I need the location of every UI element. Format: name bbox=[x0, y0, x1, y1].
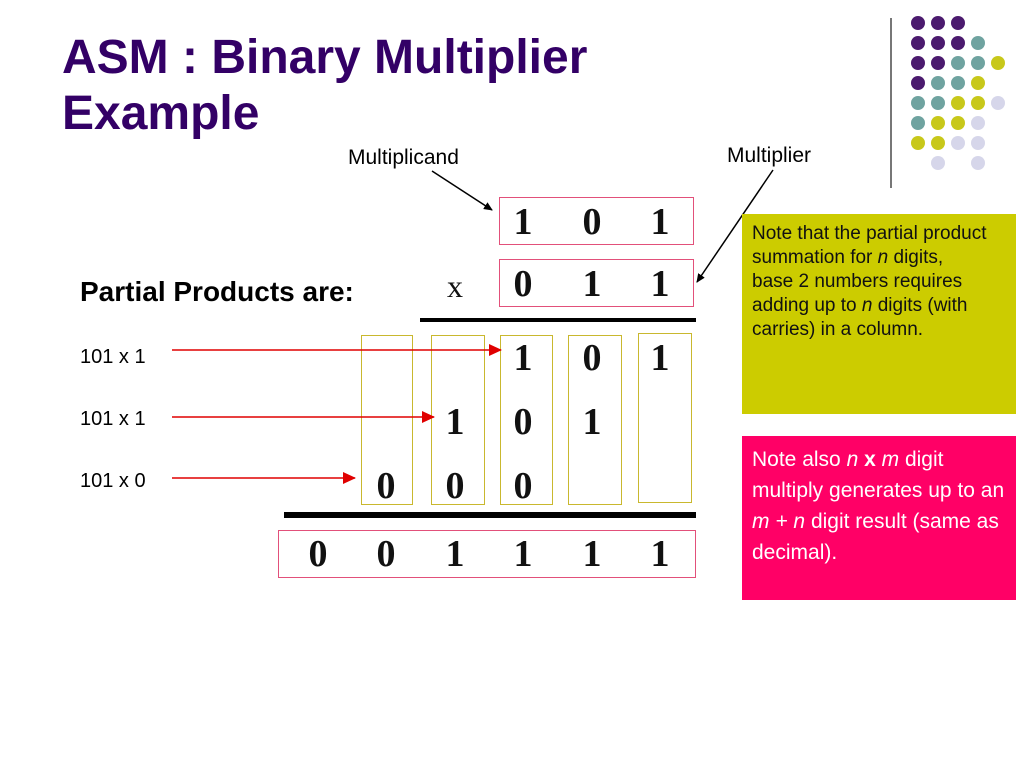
digit: 1 bbox=[650, 533, 670, 575]
digit: 0 bbox=[445, 465, 465, 507]
digit: 1 bbox=[582, 263, 602, 305]
note1-text: digits (with carries) in a column. bbox=[752, 295, 968, 340]
dot bbox=[971, 56, 985, 70]
note2-var-n: n bbox=[846, 448, 859, 471]
sum-rule bbox=[284, 512, 696, 518]
multiplier-box bbox=[499, 259, 694, 307]
note2-text: digit result (same as bbox=[805, 510, 999, 533]
note2-text: decimal). bbox=[752, 541, 838, 564]
dot bbox=[931, 36, 945, 50]
note2-times: x bbox=[864, 448, 876, 471]
dot bbox=[911, 96, 925, 110]
dot bbox=[951, 56, 965, 70]
note1-text: Note that the partial product summation … bbox=[752, 223, 987, 268]
dot bbox=[971, 136, 985, 150]
slide-title: ASM : Binary Multiplier Example bbox=[62, 30, 702, 142]
partial-row-label: 101 x 1 bbox=[80, 408, 146, 430]
dot bbox=[911, 116, 925, 130]
note2-var-m: m bbox=[881, 448, 900, 471]
multiplier-arrow bbox=[696, 169, 774, 283]
multiplicand-box bbox=[499, 197, 694, 245]
result-box bbox=[278, 530, 696, 578]
digit: 1 bbox=[650, 263, 670, 305]
dot bbox=[951, 116, 965, 130]
note1-var-n: n bbox=[877, 247, 889, 268]
dot bbox=[911, 136, 925, 150]
column-box bbox=[361, 335, 413, 505]
dot bbox=[971, 116, 985, 130]
column-box bbox=[500, 335, 553, 505]
digit: 1 bbox=[582, 401, 602, 443]
digit: 0 bbox=[376, 533, 396, 575]
dot bbox=[931, 116, 945, 130]
dot bbox=[931, 16, 945, 30]
dot bbox=[911, 16, 925, 30]
digit: 0 bbox=[582, 201, 602, 243]
digit: 0 bbox=[308, 533, 328, 575]
partial-row-label: 101 x 1 bbox=[80, 346, 146, 368]
multiplicand-label: Multiplicand bbox=[348, 146, 459, 169]
dot bbox=[971, 36, 985, 50]
dot bbox=[971, 156, 985, 170]
multiplicand-arrow bbox=[431, 170, 493, 211]
digit: 1 bbox=[445, 533, 465, 575]
note-partial-product: Note that the partial product summation … bbox=[742, 214, 1016, 414]
dot bbox=[931, 56, 945, 70]
digit: 0 bbox=[582, 337, 602, 379]
dot bbox=[991, 56, 1005, 70]
multiplier-label: Multiplier bbox=[727, 144, 812, 167]
dot bbox=[911, 56, 925, 70]
digit: 1 bbox=[445, 401, 465, 443]
dot bbox=[911, 76, 925, 90]
digit: 1 bbox=[582, 533, 602, 575]
dot bbox=[991, 96, 1005, 110]
dot bbox=[931, 156, 945, 170]
dot bbox=[911, 36, 925, 50]
digit: 1 bbox=[650, 201, 670, 243]
title-line-2: Example bbox=[62, 87, 260, 140]
dot bbox=[951, 76, 965, 90]
dot bbox=[971, 96, 985, 110]
dot bbox=[971, 76, 985, 90]
dot bbox=[951, 36, 965, 50]
title-line-1: ASM : Binary Multiplier bbox=[62, 31, 588, 84]
column-box bbox=[568, 335, 622, 505]
note2-text: Note also bbox=[752, 448, 847, 471]
note2-expr: m + n bbox=[752, 510, 806, 533]
note1-var-n: n bbox=[861, 295, 873, 316]
dot bbox=[951, 16, 965, 30]
note1-text: base 2 numbers requires adding up to bbox=[752, 271, 963, 316]
digit: 1 bbox=[513, 201, 533, 243]
note-digit-result: Note also n x m digit multiply generates… bbox=[742, 436, 1016, 600]
digit: 1 bbox=[513, 337, 533, 379]
dot bbox=[931, 96, 945, 110]
digit: 0 bbox=[513, 465, 533, 507]
digit: 1 bbox=[513, 533, 533, 575]
digit: 0 bbox=[513, 263, 533, 305]
partial-products-heading: Partial Products are: bbox=[80, 276, 354, 307]
dot bbox=[931, 136, 945, 150]
digit: 0 bbox=[513, 401, 533, 443]
note2-text: digit multiply generates up to an bbox=[752, 448, 1005, 502]
decorative-divider bbox=[890, 18, 892, 188]
dot bbox=[951, 136, 965, 150]
dot bbox=[931, 76, 945, 90]
dot bbox=[951, 96, 965, 110]
digit: 0 bbox=[376, 465, 396, 507]
times-sign: x bbox=[447, 268, 463, 304]
multiply-rule bbox=[420, 318, 696, 322]
partial-row-label: 101 x 0 bbox=[80, 470, 146, 492]
column-box bbox=[638, 333, 692, 503]
note1-text: digits, bbox=[888, 247, 944, 268]
digit: 1 bbox=[650, 337, 670, 379]
